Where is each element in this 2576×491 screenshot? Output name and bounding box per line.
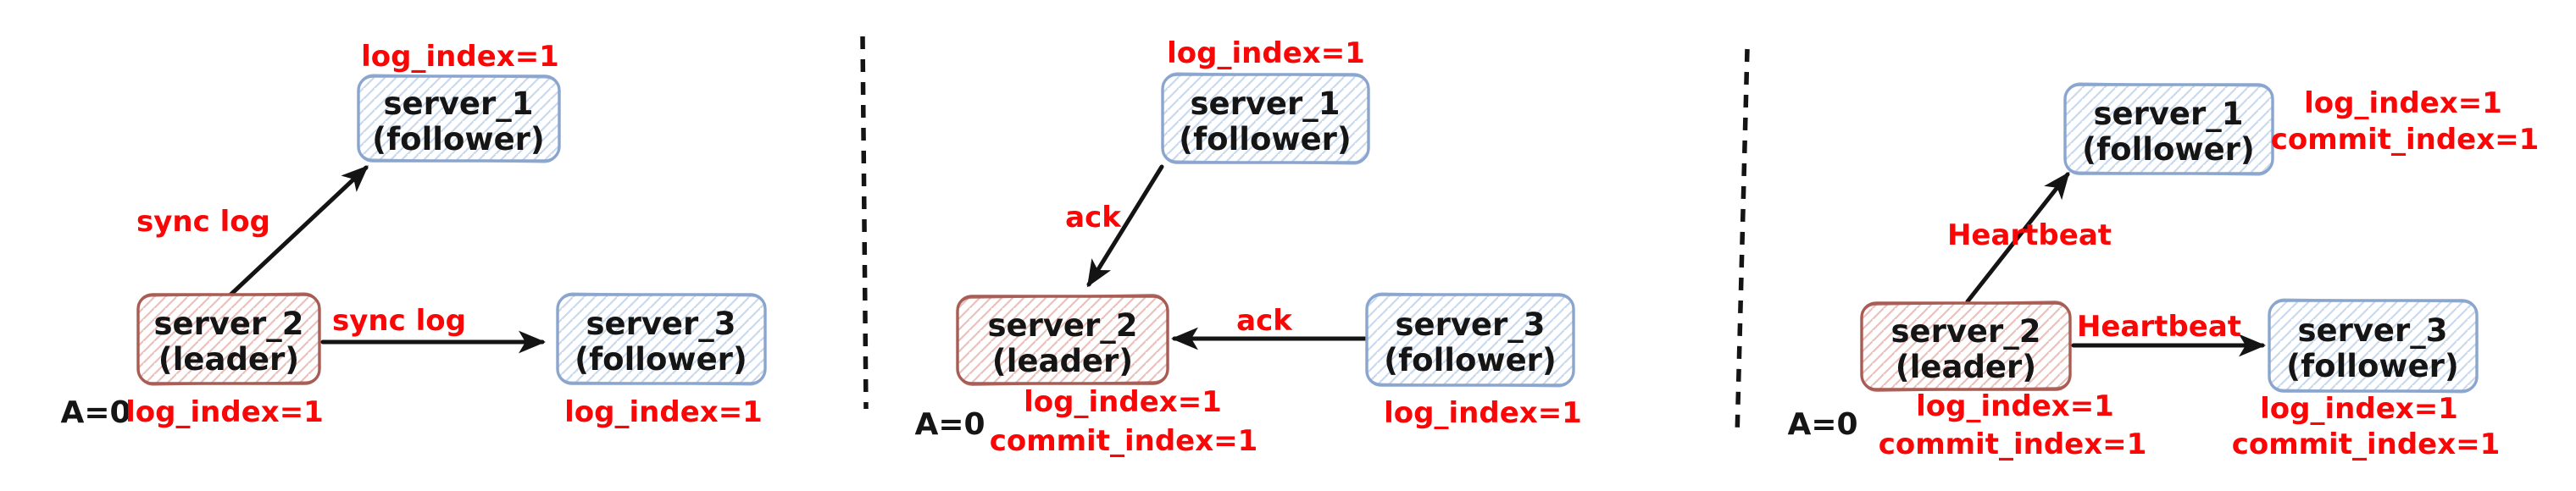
state-label: log_index=1 — [125, 395, 324, 429]
server-role-label: (follower) — [575, 341, 747, 378]
panel-1-sync-log: log_index=1 server_1 (follower) sync log… — [60, 40, 767, 430]
server-name-label: server_2 — [153, 306, 303, 342]
server-2-node: server_2 (leader) — [956, 294, 1169, 386]
server-1-node: server_1 (follower) — [2063, 82, 2274, 176]
state-label: commit_index=1 — [2271, 123, 2540, 157]
message-label: ack — [1065, 201, 1122, 234]
state-label: log_index=1 — [564, 395, 763, 429]
server-role-label: (leader) — [992, 343, 1133, 379]
ack-arrow-server1-to-server2 — [1086, 164, 1164, 288]
server-name-label: server_3 — [1395, 306, 1545, 343]
server-role-label: (follower) — [2082, 131, 2255, 168]
server-role-label: (leader) — [158, 341, 299, 378]
state-label: commit_index=1 — [2232, 428, 2501, 461]
annotation-a0: A=0 — [1787, 407, 1857, 442]
message-label: sync log — [136, 205, 270, 239]
server-1-node: server_1 (follower) — [357, 74, 561, 163]
server-role-label: (follower) — [2286, 348, 2459, 384]
server-name-label: server_2 — [1890, 313, 2040, 350]
server-2-node: server_2 (leader) — [1860, 301, 2072, 392]
server-name-label: server_3 — [586, 306, 736, 342]
state-label: log_index=1 — [361, 40, 559, 74]
server-role-label: (follower) — [372, 121, 545, 157]
server-3-node: server_3 (follower) — [2268, 298, 2479, 394]
state-label: log_index=1 — [1384, 396, 1582, 430]
heartbeat-arrow-server2-to-server1 — [1965, 171, 2070, 304]
panel-2-ack: log_index=1 server_1 (follower) ack serv… — [914, 36, 1581, 458]
state-label: commit_index=1 — [990, 424, 1258, 458]
state-label: log_index=1 — [2304, 86, 2502, 120]
panel-divider — [1735, 48, 1750, 438]
server-name-label: server_1 — [2093, 96, 2243, 132]
state-label: log_index=1 — [1167, 36, 1365, 70]
server-name-label: server_1 — [383, 86, 533, 122]
server-name-label: server_1 — [1190, 86, 1340, 122]
annotation-a0: A=0 — [60, 395, 130, 430]
state-label: log_index=1 — [2260, 392, 2458, 426]
state-label: log_index=1 — [1916, 389, 2114, 423]
state-label: commit_index=1 — [1879, 428, 2147, 461]
server-role-label: (follower) — [1179, 121, 1352, 157]
server-name-label: server_2 — [987, 307, 1137, 344]
server-3-node: server_3 (follower) — [556, 292, 767, 386]
annotation-a0: A=0 — [914, 407, 985, 442]
sync-arrow-server2-to-server1 — [225, 165, 369, 301]
message-label: sync log — [332, 304, 466, 338]
message-label: Heartbeat — [1947, 218, 2112, 252]
server-name-label: server_3 — [2297, 312, 2447, 349]
server-role-label: (follower) — [1384, 342, 1557, 378]
panel-divider — [860, 36, 869, 410]
message-label: ack — [1236, 304, 1293, 338]
message-label: Heartbeat — [2077, 310, 2241, 344]
server-2-node: server_2 (leader) — [136, 292, 321, 386]
server-1-node: server_1 (follower) — [1161, 72, 1370, 165]
server-role-label: (leader) — [1896, 349, 2036, 385]
panel-3-heartbeat: server_1 (follower) log_index=1 commit_i… — [1787, 82, 2540, 461]
server-3-node: server_3 (follower) — [1365, 292, 1575, 388]
state-label: log_index=1 — [1024, 385, 1222, 419]
